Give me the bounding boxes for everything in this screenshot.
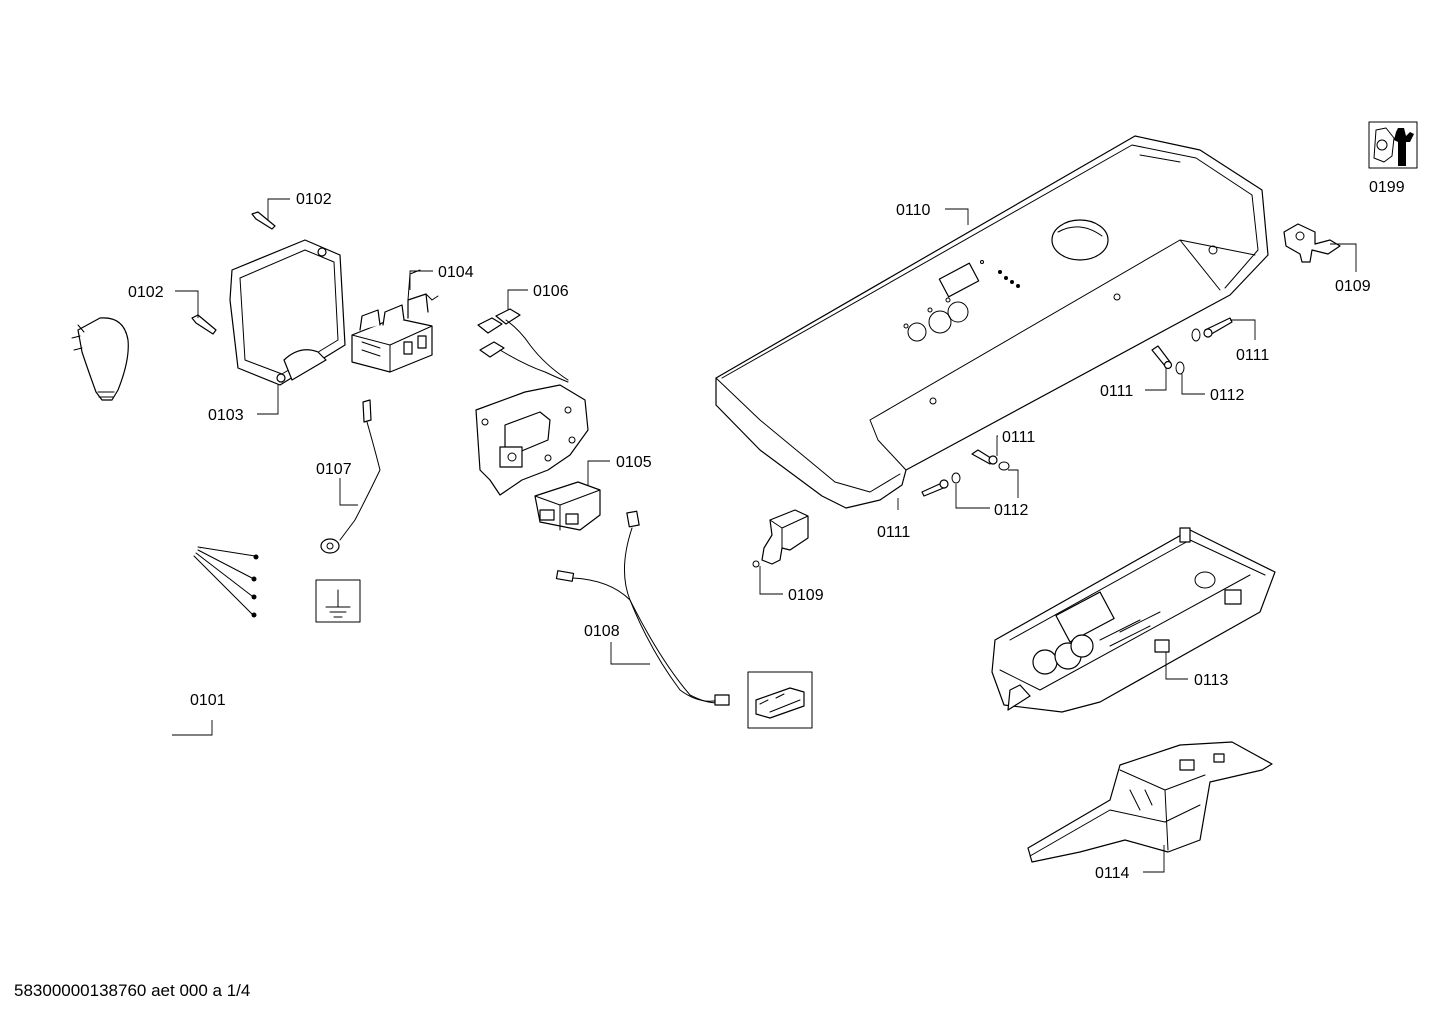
label-0102-left: 0102 <box>128 284 164 301</box>
part-washer-0112-c[interactable] <box>998 461 1010 471</box>
leader-0105 <box>587 460 610 486</box>
part-screw-0111-d[interactable] <box>921 479 949 497</box>
label-0113: 0113 <box>1194 672 1229 689</box>
label-0111-c: 0111 <box>1002 429 1035 446</box>
label-0107: 0107 <box>316 461 352 478</box>
label-0106: 0106 <box>533 283 569 300</box>
part-control-panel[interactable] <box>715 135 1269 509</box>
leader-0112-b <box>1181 374 1205 395</box>
leader-0104 <box>409 270 433 290</box>
part-terminal-block[interactable] <box>351 269 439 373</box>
tool-set-icon[interactable] <box>1368 121 1418 169</box>
leader-0114 <box>1143 845 1165 873</box>
label-0112-c: 0112 <box>994 502 1029 519</box>
part-mounting-plate[interactable] <box>475 384 589 496</box>
leader-0106 <box>507 289 528 310</box>
label-0199: 0199 <box>1369 179 1405 196</box>
leader-0111-a <box>1230 319 1256 340</box>
leader-0111-c <box>996 435 998 456</box>
leader-0108 <box>610 642 650 665</box>
part-wire-harness-0106[interactable] <box>477 308 569 383</box>
part-washer-0112-d[interactable] <box>951 472 961 484</box>
part-wire-harness-0108[interactable] <box>555 510 813 729</box>
part-electronic-module[interactable] <box>991 527 1276 713</box>
leader-0101 <box>172 720 213 736</box>
label-0109-lower: 0109 <box>788 587 824 604</box>
label-0101: 0101 <box>190 692 226 709</box>
label-0111-b: 0111 <box>1100 383 1133 400</box>
label-0114: 0114 <box>1095 865 1130 882</box>
part-ground-wire[interactable] <box>320 399 381 554</box>
label-0108: 0108 <box>584 623 620 640</box>
part-screw-0102-top[interactable] <box>251 211 276 230</box>
leader-0112-d <box>955 484 990 509</box>
leader-0103 <box>257 384 279 415</box>
leader-0110 <box>945 208 969 225</box>
label-0105: 0105 <box>616 454 652 471</box>
part-screw-0102-left[interactable] <box>191 314 217 335</box>
leader-0102-top <box>267 198 290 220</box>
label-0111-d: 0111 <box>877 524 910 541</box>
part-power-cord[interactable] <box>71 317 259 953</box>
part-module-holder[interactable] <box>1027 741 1273 863</box>
label-0109-upper: 0109 <box>1335 278 1371 295</box>
leader-0111-b <box>1145 368 1167 391</box>
part-clip-lower[interactable] <box>752 509 809 568</box>
ground-symbol-icon <box>315 579 361 623</box>
document-footer: 58300000138760 aet 000 a 1/4 <box>14 981 251 1000</box>
leader-0113 <box>1165 652 1188 680</box>
part-screw-0111-c[interactable] <box>971 449 998 465</box>
leader-0109-upper <box>1330 243 1357 272</box>
part-washer-0112-b[interactable] <box>1175 361 1185 375</box>
label-0103: 0103 <box>208 407 244 424</box>
label-0104: 0104 <box>438 264 474 281</box>
label-0111-a: 0111 <box>1236 347 1269 364</box>
part-relay[interactable] <box>534 481 601 531</box>
label-0112-b: 0112 <box>1210 387 1245 404</box>
label-0110: 0110 <box>896 202 931 219</box>
part-washer-0112-a[interactable] <box>1191 328 1201 342</box>
leader-0102-left <box>175 290 199 318</box>
part-screw-0111-b[interactable] <box>1151 345 1173 370</box>
leader-0112-c <box>1008 469 1019 498</box>
leader-0109-lower <box>759 566 783 595</box>
label-0102-top: 0102 <box>296 191 332 208</box>
leader-0107 <box>339 478 358 506</box>
part-terminal-cover[interactable] <box>229 239 346 386</box>
part-screw-0111-a[interactable] <box>1203 317 1233 338</box>
part-clip-upper[interactable] <box>1283 223 1341 263</box>
